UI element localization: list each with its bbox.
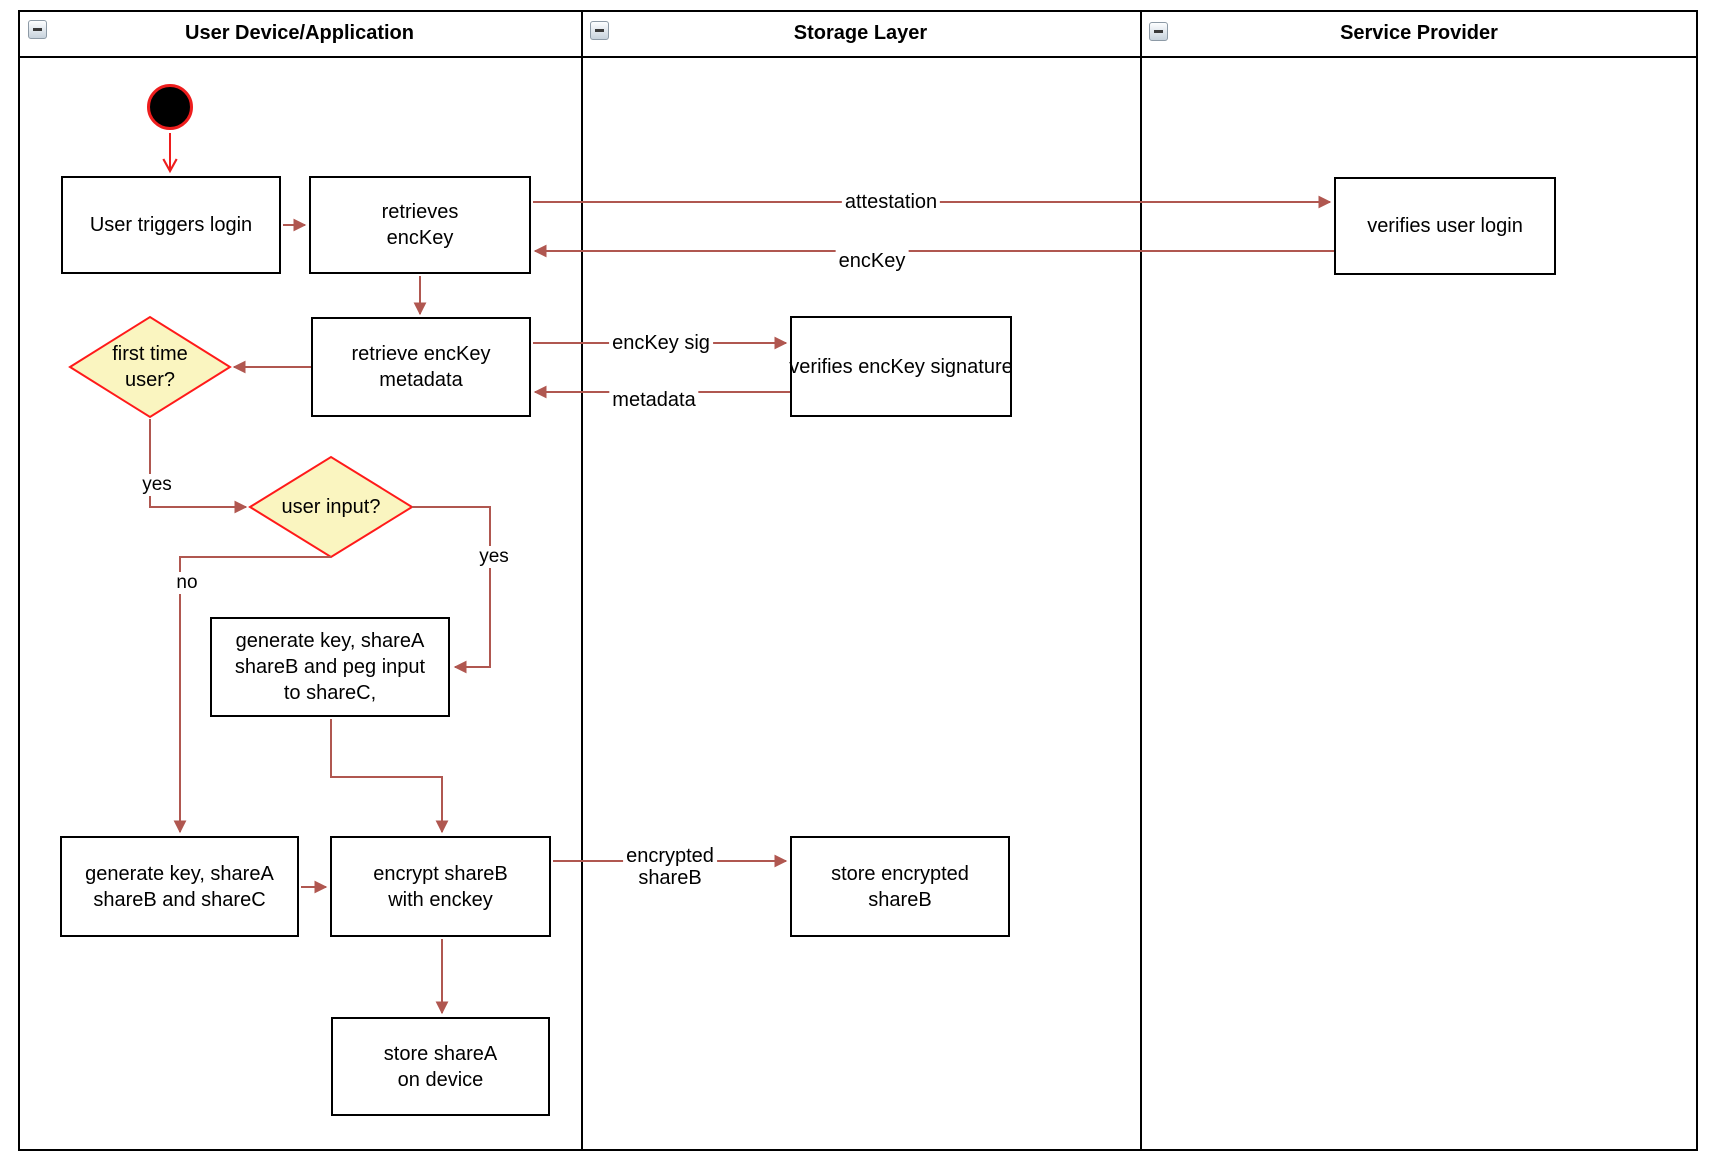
lane-title: Storage Layer (793, 22, 928, 44)
node-label: retrieves encKey (381, 201, 459, 249)
minus-icon (1154, 30, 1163, 33)
node-retrieves-enckey[interactable]: retrieves encKey (309, 176, 531, 274)
node-verifies-enckey-signature[interactable]: verifies encKey signature (789, 316, 1013, 417)
edge-label-attestation: attestation (841, 191, 941, 213)
diagram-frame (18, 10, 1698, 1151)
collapse-lane-service-provider-button[interactable] (1149, 22, 1168, 41)
collapse-lane-user-device-button[interactable] (28, 20, 47, 39)
edge-peg-to-encrypt (330, 719, 449, 834)
node-generate-key-peg-input[interactable]: generate key, shareA shareB and peg inpu… (210, 617, 450, 717)
edge-label-enckey: encKey (835, 250, 909, 272)
lane-divider (1140, 10, 1142, 1151)
node-generate-key-sharec[interactable]: generate key, shareA shareB and shareC (60, 836, 299, 937)
edge-label-yes-first-time: yes (139, 474, 175, 496)
edge-first-time-yes (149, 419, 248, 514)
edge-label-yes-user-input: yes (476, 546, 512, 568)
node-label: verifies user login (1367, 215, 1523, 237)
node-label: store shareA on device (383, 1042, 498, 1091)
lane-header-service-provider[interactable]: Service Provider (1140, 10, 1698, 57)
node-label: encrypt shareB with enckey (373, 862, 508, 911)
decision-first-time-user[interactable] (68, 315, 232, 419)
collapse-lane-storage-layer-button[interactable] (590, 21, 609, 40)
node-label: User triggers login (89, 214, 253, 236)
lane-divider (581, 10, 583, 1151)
minus-icon (595, 29, 604, 32)
edge-user-input-yes (412, 506, 491, 674)
node-store-encrypted-shareb[interactable]: store encrypted shareB (790, 836, 1010, 937)
edge-label-metadata: metadata (609, 389, 699, 411)
node-verifies-user-login[interactable]: verifies user login (1334, 177, 1556, 275)
lane-header-storage-layer[interactable]: Storage Layer (581, 10, 1140, 57)
minus-icon (33, 28, 42, 31)
node-label: store encrypted shareB (831, 862, 969, 911)
node-label: retrieve encKey metadata (351, 343, 491, 391)
node-encrypt-shareb[interactable]: encrypt shareB with enckey (330, 836, 551, 937)
node-retrieve-enckey-metadata[interactable]: retrieve encKey metadata (311, 317, 531, 417)
edge-label-enckey-sig: encKey sig (609, 332, 713, 354)
lane-header-underline (18, 56, 1698, 58)
edge-user-input-no (173, 556, 331, 834)
lane-header-user-device[interactable]: User Device/Application (18, 10, 581, 57)
decision-label-first-time-user: first time user? (112, 343, 188, 391)
edge-label-no-user-input: no (173, 572, 201, 594)
decision-label-user-input: user input? (281, 496, 381, 518)
node-label: generate key, shareA shareB and peg inpu… (234, 630, 426, 704)
node-label: generate key, shareA shareB and shareC (85, 862, 274, 911)
lane-title: Service Provider (1340, 22, 1498, 44)
node-user-triggers-login[interactable]: User triggers login (61, 176, 281, 274)
node-store-sharea-on-device[interactable]: store shareA on device (331, 1017, 550, 1116)
edge-label-encrypted-shareb: encrypted shareB (623, 845, 717, 889)
lane-title: User Device/Application (185, 22, 414, 44)
start-node[interactable] (147, 84, 193, 130)
node-label: verifies encKey signature (789, 355, 1013, 378)
